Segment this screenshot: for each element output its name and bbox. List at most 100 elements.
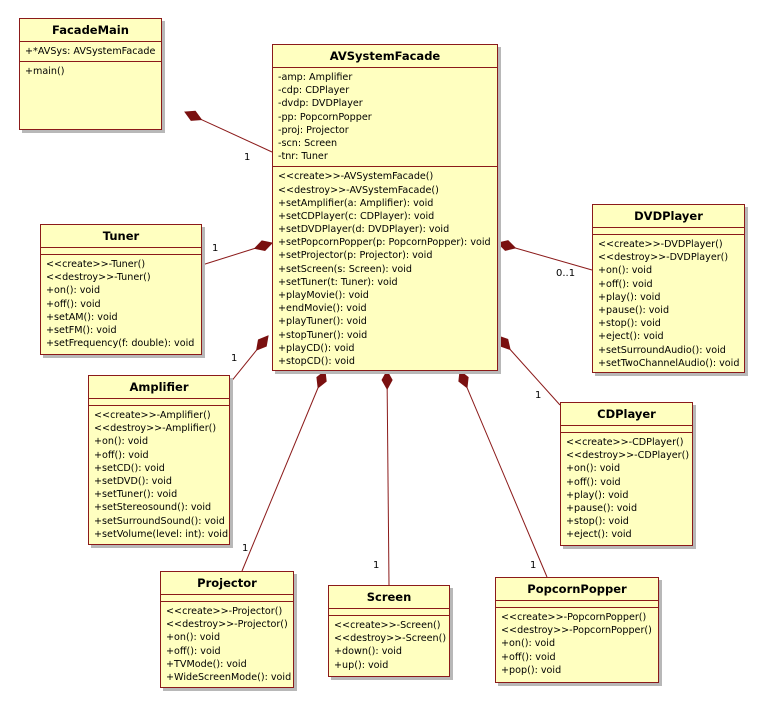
operations-section: <<create>>-Screen() <<destroy>>-Screen()…	[329, 616, 449, 675]
operation: +off(): void	[598, 278, 653, 290]
operation: +WideScreenMode(): void	[166, 671, 292, 683]
operations-section: <<create>>-DVDPlayer() <<destroy>>-DVDPl…	[593, 235, 744, 373]
multiplicity-label: 1	[535, 390, 542, 401]
operation: +setProjector(p: Projector): void	[278, 250, 433, 262]
class-name: DVDPlayer	[593, 205, 744, 228]
operation: +playCD(): void	[278, 342, 355, 354]
operation: <<destroy>>-Amplifier()	[94, 423, 217, 435]
operation: <<destroy>>-Tuner()	[46, 272, 151, 284]
operation: +setSurroundAudio(): void	[598, 344, 726, 356]
attribute: +*AVSys: AVSystemFacade	[25, 46, 156, 57]
operation: +off(): void	[94, 449, 149, 461]
multiplicity-label: 1	[530, 560, 537, 571]
operation: +play(): void	[566, 489, 629, 501]
operation: +on(): void	[166, 632, 221, 644]
multiplicity-label: 0..1	[556, 268, 576, 279]
operation: <<destroy>>-PopcornPopper()	[501, 625, 652, 637]
operation: <<create>>-AVSystemFacade()	[278, 171, 434, 183]
operation: +setStereosound(): void	[94, 502, 212, 514]
operation: +setVolume(level: int): void	[94, 528, 229, 540]
operation: +setTuner(): void	[94, 489, 178, 501]
association-line[interactable]	[201, 247, 255, 266]
operation: +setCD(): void	[94, 462, 165, 474]
class-facade-main[interactable]: FacadeMain +*AVSys: AVSystemFacade +main…	[19, 18, 162, 130]
operation: +playMovie(): void	[278, 290, 369, 301]
attribute: -cdp: CDPlayer	[278, 85, 350, 97]
class-name: Projector	[161, 572, 293, 595]
composition-diamond-icon	[316, 370, 327, 389]
operation: +setScreen(s: Screen): void	[278, 263, 413, 275]
attribute: -scn: Screen	[278, 137, 338, 149]
operations-section: +main()	[20, 62, 161, 81]
attributes-section	[41, 248, 201, 255]
operations-section: <<create>>-PopcornPopper() <<destroy>>-P…	[496, 608, 658, 680]
attributes-section	[593, 228, 744, 235]
operation: <<create>>-Tuner()	[46, 259, 146, 270]
composition-diamond-icon	[253, 240, 273, 252]
association-line[interactable]	[466, 387, 548, 578]
attribute: -amp: Amplifier	[278, 72, 353, 83]
class-amplifier[interactable]: Amplifier <<create>>-Amplifier() <<destr…	[88, 375, 230, 545]
operation: +eject(): void	[598, 331, 664, 343]
composition-diamond-icon	[256, 335, 269, 351]
multiplicity-label: 1	[231, 353, 238, 364]
attributes-section	[329, 609, 449, 616]
attributes-section: +*AVSys: AVSystemFacade	[20, 42, 161, 63]
operation: <<create>>-PopcornPopper()	[501, 612, 647, 623]
operation: +on(): void	[598, 265, 653, 277]
association-line[interactable]	[386, 388, 390, 586]
class-popcorn-popper[interactable]: PopcornPopper <<create>>-PopcornPopper()…	[495, 577, 659, 683]
operation: +off(): void	[46, 298, 101, 310]
attribute: -pp: PopcornPopper	[278, 111, 372, 123]
multiplicity-label: 1	[212, 243, 219, 254]
attributes-section	[496, 601, 658, 608]
operation: <<destroy>>-DVDPlayer()	[598, 252, 729, 264]
operation: +setAmplifier(a: Amplifier): void	[278, 197, 434, 209]
class-av-system-facade[interactable]: AVSystemFacade -amp: Amplifier -cdp: CDP…	[272, 44, 498, 371]
association-line[interactable]	[515, 247, 593, 271]
attributes-section	[161, 595, 293, 602]
class-name: CDPlayer	[561, 403, 692, 426]
attributes-section	[89, 399, 229, 406]
attribute: -proj: Projector	[278, 124, 349, 136]
operation: +setPopcornPopper(p: PopcornPopper): voi…	[278, 237, 491, 249]
operation: +playTuner(): void	[278, 316, 367, 328]
class-name: AVSystemFacade	[273, 45, 497, 68]
association-line[interactable]	[509, 349, 561, 406]
operation: +off(): void	[566, 476, 621, 488]
operation: +stopCD(): void	[278, 355, 355, 367]
operation: +eject(): void	[566, 529, 632, 541]
class-screen[interactable]: Screen <<create>>-Screen() <<destroy>>-S…	[328, 585, 450, 677]
operation: +setFM(): void	[46, 324, 117, 336]
operation: +on(): void	[94, 436, 149, 448]
operation: <<create>>-Amplifier()	[94, 410, 211, 421]
operation: +on(): void	[501, 638, 556, 650]
operation: +play(): void	[598, 291, 661, 303]
association-line[interactable]	[229, 349, 258, 384]
attribute: -dvdp: DVDPlayer	[278, 98, 363, 110]
operation: +down(): void	[334, 646, 402, 658]
class-name: Screen	[329, 586, 449, 609]
operation: +setDVDPlayer(d: DVDPlayer): void	[278, 224, 450, 236]
class-cd-player[interactable]: CDPlayer <<create>>-CDPlayer() <<destroy…	[560, 402, 693, 546]
operation: <<destroy>>-AVSystemFacade()	[278, 184, 439, 196]
operations-section: <<create>>-Projector() <<destroy>>-Proje…	[161, 602, 293, 687]
operation: +setFrequency(f: double): void	[46, 338, 195, 350]
operation: +on(): void	[46, 285, 101, 297]
composition-diamond-icon	[497, 335, 511, 351]
operation: +pop(): void	[501, 664, 562, 676]
class-projector[interactable]: Projector <<create>>-Projector() <<destr…	[160, 571, 294, 688]
class-name: FacadeMain	[20, 19, 161, 42]
operation: +TVMode(): void	[166, 658, 247, 670]
association-line[interactable]	[201, 119, 273, 153]
operation: +on(): void	[566, 463, 621, 475]
operation: +main()	[25, 66, 65, 78]
multiplicity-label: 1	[373, 560, 380, 571]
class-dvd-player[interactable]: DVDPlayer <<create>>-DVDPlayer() <<destr…	[592, 204, 745, 373]
class-tuner[interactable]: Tuner <<create>>-Tuner() <<destroy>>-Tun…	[40, 224, 202, 355]
composition-diamond-icon	[381, 369, 393, 391]
association-line[interactable]	[241, 387, 319, 572]
operation: +setTwoChannelAudio(): void	[598, 357, 740, 369]
operation: +setDVD(): void	[94, 475, 172, 487]
operation: +off(): void	[501, 651, 556, 663]
